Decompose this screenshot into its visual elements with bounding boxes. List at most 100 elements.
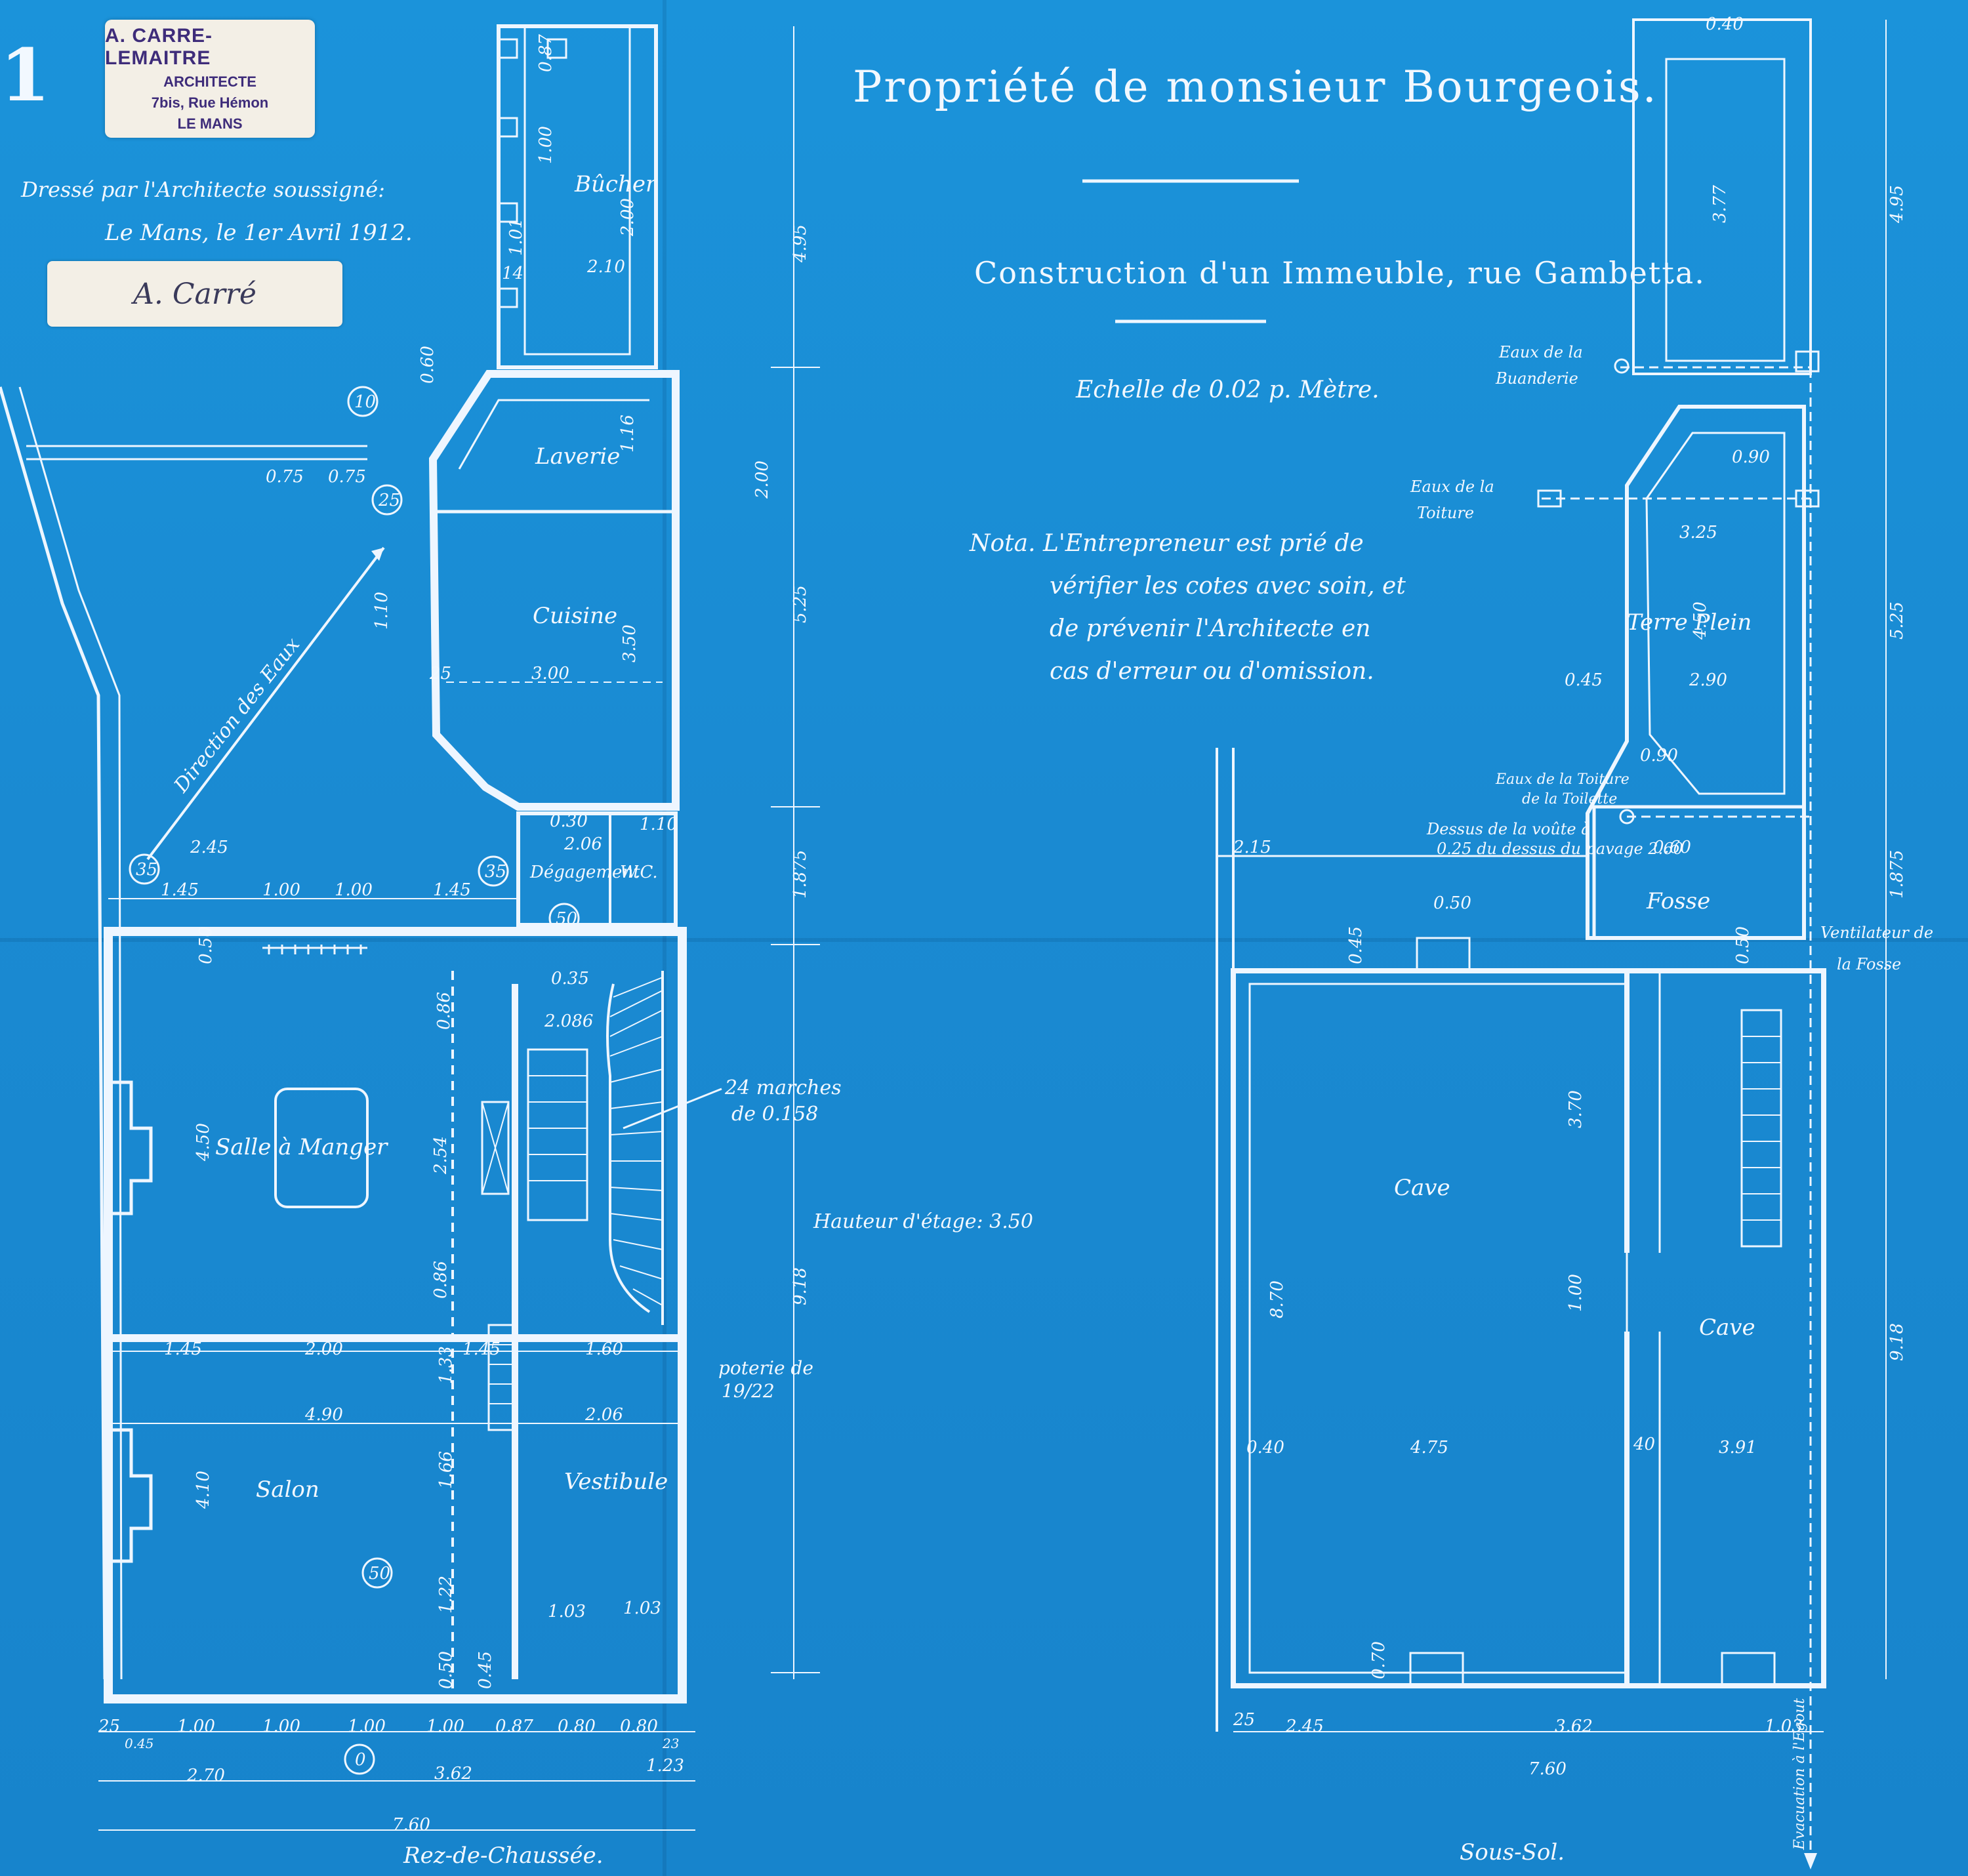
dim-0-86: 0.86 <box>434 992 454 1030</box>
dim-1-00-d: 1.00 <box>262 1717 300 1736</box>
dim-1-00-f: 1.00 <box>426 1717 464 1736</box>
dim-1-16: 1.16 <box>618 415 638 453</box>
note-ventilateur-1: Ventilateur de <box>1820 924 1933 942</box>
dim-4-95: 4.95 <box>790 224 810 263</box>
dim-b-1-00: 1.00 <box>1566 1274 1586 1312</box>
dim-9-18: 9.18 <box>790 1267 810 1305</box>
basement-label: Sous-Sol. <box>1460 1839 1565 1866</box>
scale-text: Echelle de 0.02 p. Mètre. <box>1075 377 1380 403</box>
cave-1-inner <box>1248 983 1628 1674</box>
dim-b-8-70: 8.70 <box>1267 1280 1287 1318</box>
dim-0-86-b: 0.86 <box>431 1261 451 1299</box>
stamp-line-1: A. CARRE-LEMAITRE <box>105 25 213 69</box>
architect-signature: A. Carré <box>47 261 342 327</box>
room-salon: Salon <box>256 1477 319 1503</box>
bucher-posts <box>497 38 567 308</box>
circle-35-b: 35 <box>485 862 506 882</box>
basement-vent-bottom-2 <box>1721 1652 1776 1687</box>
staircase <box>481 971 722 1325</box>
dim-b-9-18: 9.18 <box>1887 1323 1907 1361</box>
dim-2-10: 2.10 <box>586 257 625 277</box>
boundary-wall-left <box>0 386 107 1680</box>
dim-23: 23 <box>662 1736 679 1751</box>
basement-rear-walls <box>1632 18 1812 375</box>
stamp-line-4: LE MANS <box>177 115 243 132</box>
dim-1-60: 1.60 <box>585 1339 623 1359</box>
boundary-wall-left-inner <box>18 386 123 1680</box>
dim-2-086: 2.086 <box>544 1011 593 1031</box>
dim-b-0-45-b: 0.45 <box>1346 926 1366 964</box>
fireplace-dining <box>108 1080 153 1215</box>
dim-1-00-b: 1.00 <box>335 880 373 900</box>
dim-0-60: 0.60 <box>418 346 438 384</box>
kitchen-wing-inner <box>458 399 649 470</box>
room-fosse: Fosse <box>1646 888 1710 914</box>
dim-14: 14 <box>502 264 523 283</box>
dim-1-01: 1.01 <box>506 218 526 256</box>
note-eaux-toiture-1: Eaux de la <box>1410 478 1494 496</box>
signature-text: A. Carré <box>133 277 256 311</box>
dim-b-0-40: 0.40 <box>1706 14 1744 34</box>
dim-0-45-b: 0.45 <box>125 1736 154 1751</box>
kitchen-wing-walls <box>428 370 680 811</box>
dim-b-2-90: 2.90 <box>1689 670 1727 690</box>
water-direction-arrow <box>146 546 385 861</box>
dim-3-62: 3.62 <box>434 1764 472 1784</box>
dim-2-45: 2.45 <box>190 838 228 857</box>
dim-1-45-a: 1.45 <box>161 880 199 900</box>
basement-vent-top <box>1416 937 1471 972</box>
note-marches-2: de 0.158 <box>731 1103 818 1126</box>
nota-line-1: Nota. L'Entrepreneur est prié de <box>969 530 1364 557</box>
dim-1-875: 1.875 <box>790 850 810 899</box>
note-poterie-2: 19/22 <box>722 1380 775 1402</box>
dim-1-00-e: 1.00 <box>348 1717 386 1736</box>
fireplace-salon <box>108 1428 153 1563</box>
dim-b-40: 40 <box>1633 1435 1655 1454</box>
dim-b-0-40-b: 0.40 <box>1246 1438 1284 1458</box>
dim-7-60: 7.60 <box>392 1815 430 1835</box>
note-voute-2: 0.25 du dessus du pavage 2.60 <box>1437 840 1683 858</box>
dim-b-25: 25 <box>1233 1710 1255 1730</box>
basement-rear-inner <box>1665 58 1786 362</box>
dim-b-2-15: 2.15 <box>1233 838 1271 857</box>
drawing-title: Propriété de monsieur Bourgeois. <box>853 62 1658 112</box>
note-eaux-toilette-2: de la Toilette <box>1522 791 1617 807</box>
dim-b-0-50-b: 0.50 <box>1733 926 1753 964</box>
circle-50-b: 50 <box>369 1564 390 1583</box>
dim-2-06: 2.06 <box>564 834 602 854</box>
room-vestibule: Vestibule <box>564 1469 668 1495</box>
dim-b-3-25: 3.25 <box>1679 523 1717 542</box>
basement-vent-bottom <box>1409 1652 1464 1687</box>
circle-25: 25 <box>378 491 400 510</box>
dim-0-87: 0.87 <box>536 34 556 72</box>
grille-toiture <box>1537 489 1562 508</box>
dim-b-4-50: 4.50 <box>1691 602 1710 640</box>
dim-b-0-90-b: 0.90 <box>1640 746 1678 765</box>
dim-2-00: 2.00 <box>618 198 638 237</box>
dim-b-3-91: 3.91 <box>1719 1438 1757 1458</box>
circle-10: 10 <box>354 392 376 412</box>
dim-0-45: 0.45 <box>476 1651 495 1689</box>
dim-b-3-70: 3.70 <box>1566 1090 1586 1128</box>
dim-1-33: 1.33 <box>436 1346 456 1384</box>
room-cuisine: Cuisine <box>533 603 617 629</box>
dim-2-70: 2.70 <box>186 1766 225 1785</box>
circle-50-a: 50 <box>556 909 577 929</box>
dim-b-5-25: 5.25 <box>1887 602 1907 640</box>
radiator-grille <box>262 945 367 954</box>
dim-4-90: 4.90 <box>304 1405 343 1425</box>
dim-b-0-70: 0.70 <box>1369 1641 1389 1679</box>
dim-b-0-50: 0.50 <box>1433 893 1471 913</box>
room-degagement: Dégagement <box>529 863 640 882</box>
basement-dimensions: 0.40 3.77 4.95 0.90 3.25 4.50 5.25 0.45 … <box>1233 14 1907 1779</box>
dim-b-0-90: 0.90 <box>1732 447 1770 467</box>
note-evacuation: Evacuation à l'Egout <box>1792 1698 1808 1850</box>
dim-1-10-b: 1.10 <box>640 815 678 834</box>
note-ventilateur-2: la Fosse <box>1837 955 1901 973</box>
nota-line-2: vérifier les cotes avec soin, et <box>1050 573 1406 600</box>
dim-1-00: 1.00 <box>536 126 556 164</box>
ground-circles <box>129 386 580 1775</box>
fold-line-vertical <box>663 0 666 1876</box>
dim-4-50: 4.50 <box>194 1123 213 1162</box>
